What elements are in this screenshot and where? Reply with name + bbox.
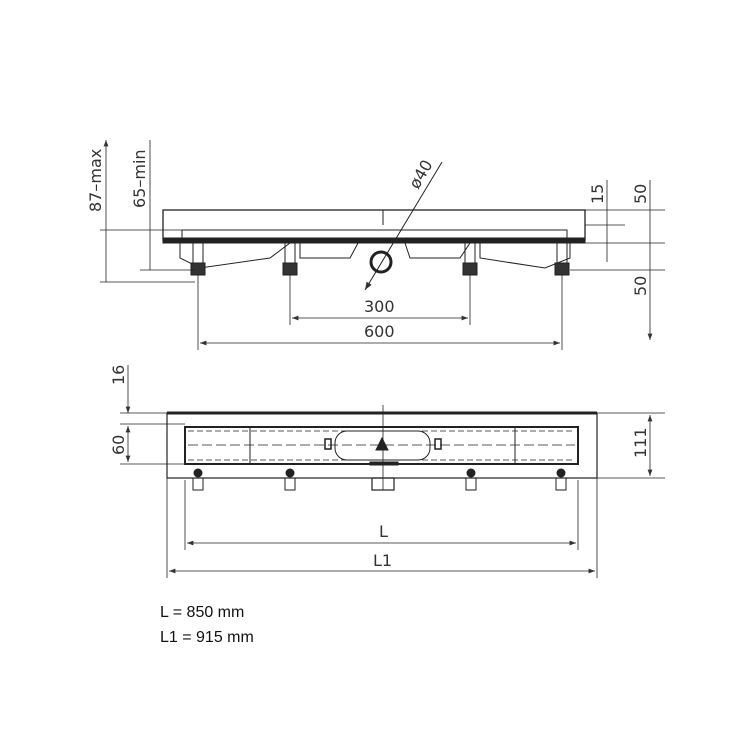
dim-height-max: 87–max <box>86 149 105 212</box>
dim-length: L <box>379 522 388 541</box>
dim-upper-height: 50 <box>631 184 650 204</box>
dim-height-min: 65–min <box>130 149 149 208</box>
dim-inner-feet-spacing: 300 <box>364 297 395 316</box>
note-total-length: L1 = 915 mm <box>160 629 254 646</box>
drain-symbol <box>375 436 389 451</box>
outlet <box>371 477 395 491</box>
dim-total-length: L1 <box>373 551 392 570</box>
dim-total-width: 111 <box>631 427 650 458</box>
dim-lower-height: 50 <box>631 276 650 296</box>
drain-plate <box>162 209 586 241</box>
grate <box>181 229 568 239</box>
dim-top-thickness: 15 <box>588 184 607 204</box>
drain-channel-band <box>162 237 586 244</box>
feet-plan <box>192 468 567 491</box>
feet <box>190 242 570 276</box>
dim-edge: 16 <box>109 365 128 385</box>
outlet-pipe <box>369 250 393 274</box>
note-length: L = 850 mm <box>160 604 245 621</box>
dim-outer-feet-spacing: 600 <box>364 322 395 341</box>
dim-channel-width: 60 <box>109 435 128 455</box>
side-view <box>100 140 665 350</box>
dim-pipe-diameter: ø40 <box>405 156 437 192</box>
plan-view <box>120 365 665 578</box>
